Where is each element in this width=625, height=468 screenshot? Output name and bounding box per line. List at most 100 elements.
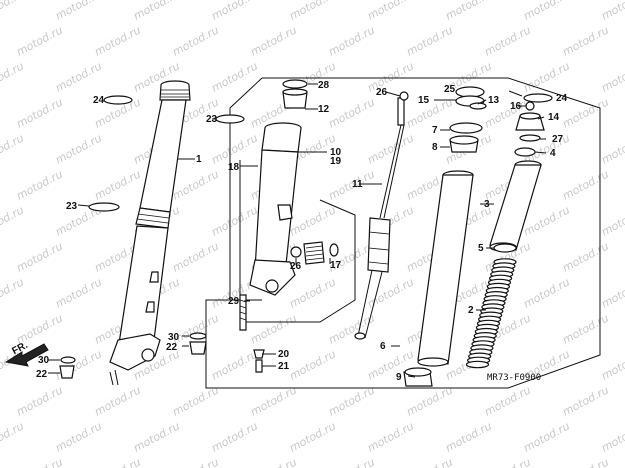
front-direction-arrow-icon: [4, 343, 49, 367]
watermark-text: motod.ru: [287, 347, 338, 382]
callout-24: 24: [93, 95, 105, 106]
callout-17: 17: [330, 260, 342, 271]
watermark-text: motod.ru: [599, 347, 625, 382]
watermark-text: motod.ru: [131, 0, 182, 23]
watermark-text: motod.ru: [521, 59, 572, 94]
watermark-text: motod.ru: [0, 275, 26, 310]
oring-24-left: [103, 95, 133, 105]
watermark-text: motod.ru: [521, 203, 572, 238]
watermark-text: motod.ru: [53, 275, 104, 310]
watermark-text: motod.ru: [0, 419, 26, 454]
callout-16: 16: [510, 101, 522, 112]
part-27-oring: [519, 134, 541, 142]
watermark-text: motod.ru: [209, 0, 260, 23]
watermark-text: motod.ru: [92, 167, 143, 202]
watermark-text: motod.ru: [170, 455, 221, 468]
callout-29: 29: [228, 296, 240, 307]
leader-lines: [48, 83, 547, 378]
watermark-text: motod.ru: [365, 59, 416, 94]
watermark-text: motod.ru: [92, 383, 143, 418]
callout-2: 2: [468, 305, 474, 316]
watermark-text: motod.ru: [326, 23, 377, 58]
callout-18: 18: [228, 162, 240, 173]
watermark-text: motod.ru: [92, 455, 143, 468]
callout-23: 23: [66, 201, 78, 212]
part-piston: [303, 241, 325, 265]
part-30-washer: [189, 332, 207, 340]
watermark-text: motod.ru: [404, 95, 455, 130]
part-17-washer: [329, 243, 339, 257]
watermark-text: motod.ru: [209, 203, 260, 238]
watermark-text: motod.ru: [92, 23, 143, 58]
callout-6: 6: [380, 341, 386, 352]
watermark-text: motod.ru: [560, 311, 611, 346]
watermark-text: motod.ru: [599, 131, 625, 166]
watermark-text: motod.ru: [248, 455, 299, 468]
watermark-text: motod.ru: [287, 203, 338, 238]
watermark-text: motod.ru: [248, 23, 299, 58]
callout-23: 23: [206, 114, 218, 125]
part-3-spacer: [489, 160, 542, 252]
diagram-code: MR73-F0900: [487, 373, 541, 383]
watermark-text: motod.ru: [560, 383, 611, 418]
watermark-text: motod.ru: [14, 239, 65, 274]
part-22-nut-left: [59, 365, 75, 379]
fork-outer-tube: [109, 80, 191, 386]
part-5-washer: [493, 243, 517, 253]
watermark-text: motod.ru: [326, 95, 377, 130]
assembly-frame: [205, 77, 601, 389]
callout-labels: 1234567891011121314151617181920212222232…: [36, 80, 568, 383]
callout-26: 26: [376, 87, 388, 98]
watermark-text: motod.ru: [131, 419, 182, 454]
watermark-text: motod.ru: [482, 383, 533, 418]
spring-coil: [465, 360, 490, 369]
watermark-text: motod.ru: [53, 347, 104, 382]
part-28-washer: [282, 79, 308, 89]
watermark-text: motod.ru: [209, 347, 260, 382]
watermark-text: motod.ru: [170, 239, 221, 274]
fork-outer-tube-right: [249, 122, 302, 296]
watermark-text: motod.ru: [560, 167, 611, 202]
watermark-text: motod.ru: [365, 131, 416, 166]
callout-1: 1: [196, 154, 202, 165]
part-2-fork-spring: [465, 258, 517, 369]
watermark-text: motod.ru: [0, 0, 26, 23]
watermark-text: motod.ru: [404, 23, 455, 58]
watermark-text: motod.ru: [248, 311, 299, 346]
watermark-text: motod.ru: [521, 0, 572, 23]
part-20: [253, 349, 265, 359]
watermark-text: motod.ru: [0, 131, 26, 166]
watermark-text: motod.ru: [599, 203, 625, 238]
watermark-text: motod.ru: [170, 167, 221, 202]
oring-24-right: [523, 93, 553, 103]
callout-13: 13: [488, 95, 500, 106]
part-26-clip: [399, 91, 409, 101]
watermark-text: motod.ru: [209, 59, 260, 94]
part-4-washer: [514, 147, 536, 157]
callout-22: 22: [166, 342, 178, 353]
watermark-text: motod.ru: [560, 455, 611, 468]
damper-rod: [354, 97, 405, 340]
callout-24: 24: [556, 93, 568, 104]
watermark-text: motod.ru: [326, 455, 377, 468]
watermark-text: motod.ru: [482, 455, 533, 468]
watermark-text: motod.ru: [599, 419, 625, 454]
watermark-text: motod.ru: [560, 95, 611, 130]
callout-9: 9: [396, 372, 402, 383]
callout-30: 30: [38, 355, 50, 366]
watermark-text: motod.ru: [443, 0, 494, 23]
watermark-text: motod.ru: [14, 95, 65, 130]
watermark-text: motod.ru: [404, 383, 455, 418]
callout-19: 19: [330, 156, 342, 167]
part-26-washer: [290, 246, 302, 258]
part-13-clip: [469, 102, 487, 110]
callout-12: 12: [318, 104, 330, 115]
watermark-text: motod.ru: [599, 0, 625, 23]
watermark-text: motod.ru: [53, 59, 104, 94]
callout-26: 26: [290, 261, 302, 272]
watermark-text: motod.ru: [0, 203, 26, 238]
part-21-bolt: [255, 359, 263, 373]
